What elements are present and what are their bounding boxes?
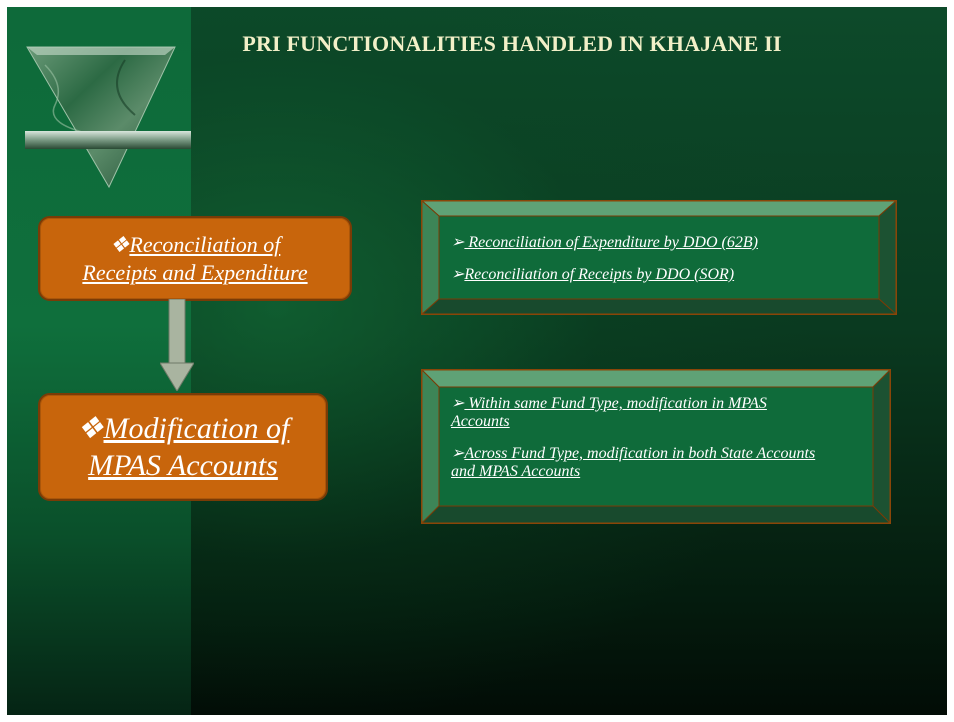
marble-triangle-logo-icon bbox=[25, 46, 191, 189]
modification-label-2[interactable]: MPAS Accounts bbox=[88, 449, 278, 482]
modification-label-1[interactable]: Modification of bbox=[103, 412, 290, 445]
diamond-bullet-icon: ❖ bbox=[109, 231, 130, 257]
reconciliation-box: ❖Reconciliation of Receipts and Expendit… bbox=[38, 216, 352, 301]
down-arrow-icon bbox=[160, 299, 194, 391]
list-item: ➢ Reconciliation of Expenditure by DDO (… bbox=[451, 232, 867, 252]
bevel-frame bbox=[421, 200, 897, 315]
across-fund-link[interactable]: Across Fund Type, modification in both S… bbox=[451, 445, 816, 480]
modification-box: ❖Modification of MPAS Accounts bbox=[38, 393, 328, 501]
reconciliation-line1: ❖Reconciliation of bbox=[40, 231, 350, 259]
modification-details-list: ➢ Within same Fund Type, modification in… bbox=[451, 393, 829, 481]
same-fund-link[interactable]: Within same Fund Type, modification in M… bbox=[451, 395, 767, 430]
receipts-link[interactable]: Reconciliation of Receipts by DDO (SOR) bbox=[464, 266, 735, 283]
reconciliation-label-2[interactable]: Receipts and Expenditure bbox=[82, 259, 308, 285]
list-item: ➢Reconciliation of Receipts by DDO (SOR) bbox=[451, 264, 867, 284]
reconciliation-label-1[interactable]: Reconciliation of bbox=[129, 231, 281, 257]
bevel-frame bbox=[421, 369, 891, 524]
reconciliation-details-list: ➢ Reconciliation of Expenditure by DDO (… bbox=[451, 232, 867, 284]
list-item: ➢ Within same Fund Type, modification in… bbox=[451, 393, 829, 431]
modification-line1: ❖Modification of bbox=[40, 410, 326, 447]
expenditure-link[interactable]: Reconciliation of Expenditure by DDO (62… bbox=[464, 234, 758, 251]
arrow-bullet-icon: ➢ bbox=[451, 445, 465, 462]
modification-details-panel: ➢ Within same Fund Type, modification in… bbox=[421, 369, 891, 524]
reconciliation-details-panel: ➢ Reconciliation of Expenditure by DDO (… bbox=[421, 200, 897, 315]
arrow-bullet-icon: ➢ bbox=[451, 234, 465, 251]
arrow-bullet-icon: ➢ bbox=[451, 266, 465, 283]
slide-title: PRI FUNCTIONALITIES HANDLED IN KHAJANE I… bbox=[242, 31, 782, 56]
slide: PRI FUNCTIONALITIES HANDLED IN KHAJANE I… bbox=[7, 7, 947, 715]
diamond-bullet-icon: ❖ bbox=[76, 412, 104, 445]
arrow-bullet-icon: ➢ bbox=[451, 395, 465, 412]
list-item: ➢Across Fund Type, modification in both … bbox=[451, 443, 829, 481]
